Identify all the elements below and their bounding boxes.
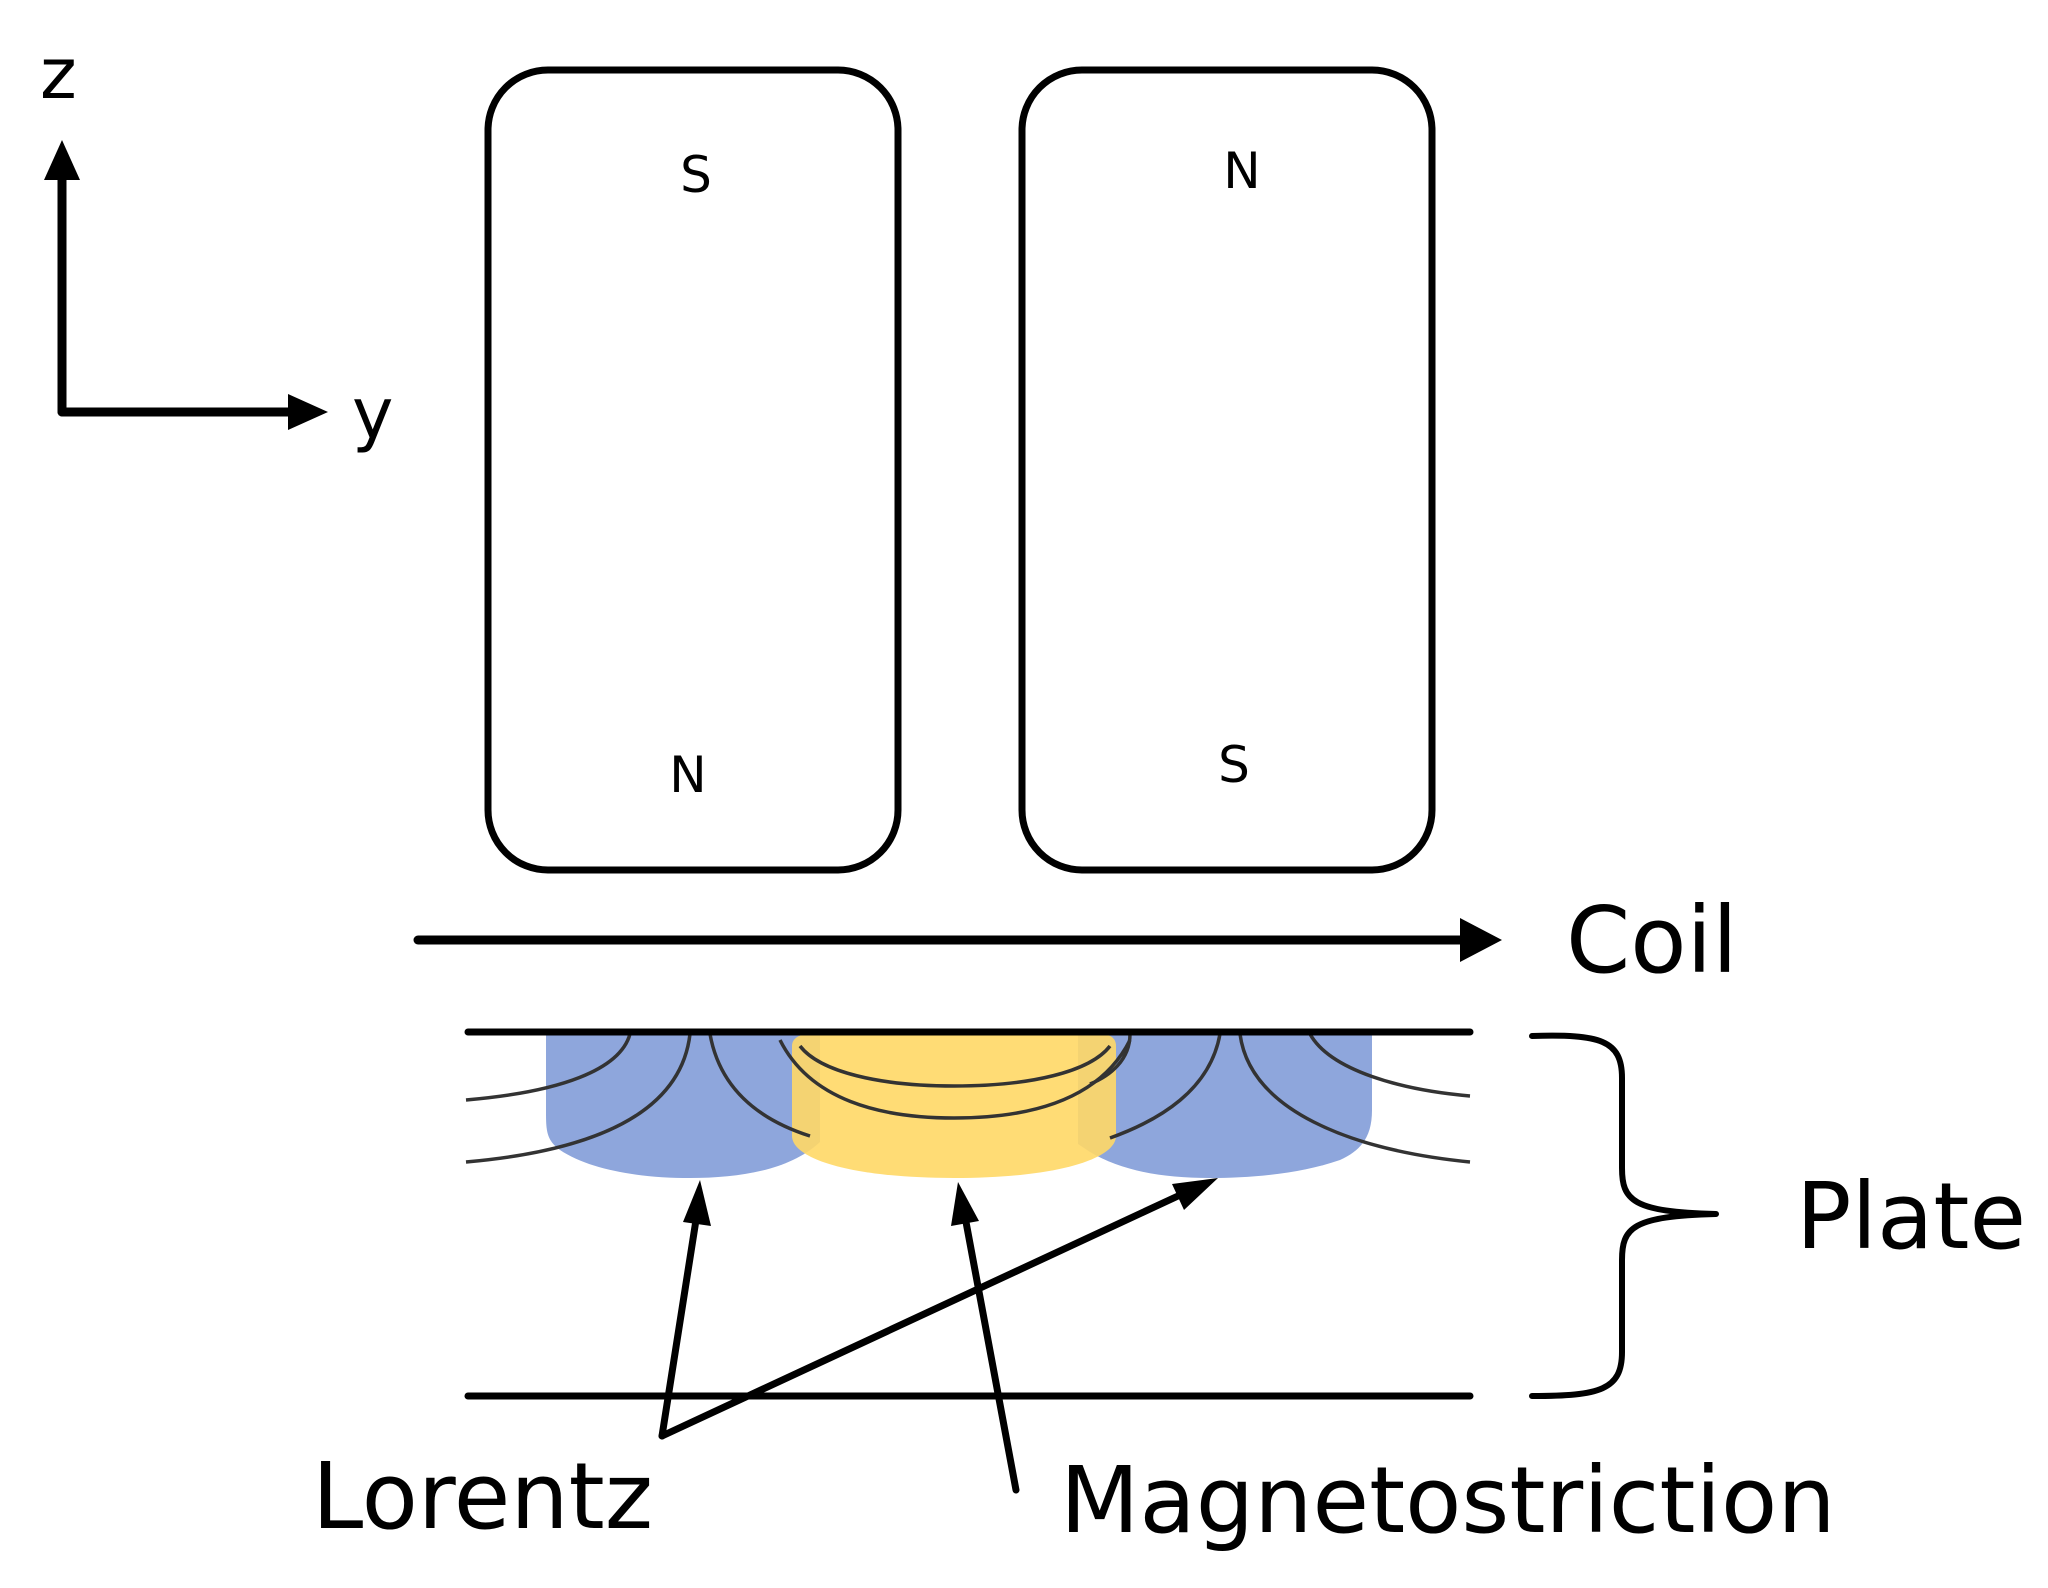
lorentz-region-left [546, 1034, 820, 1178]
plate: Plate [464, 1028, 2026, 1400]
field-line [1089, 1033, 1132, 1086]
y-axis-arrowhead [288, 394, 328, 430]
magnet-right-bottom-pole: S [1218, 736, 1250, 794]
magnetic-field-lines [465, 1033, 1471, 1164]
field-line [708, 1033, 811, 1138]
magnet-right: N S [1018, 66, 1436, 874]
magnet-left-bottom-pole: N [669, 746, 706, 804]
z-axis-arrowhead [44, 140, 80, 180]
magnetostriction-label: Magnetostriction [1060, 1447, 1836, 1554]
lorentz-arrow-right-head [1172, 1178, 1218, 1210]
lorentz-arrow-right-line [658, 1192, 1182, 1440]
field-line [798, 1044, 1112, 1088]
field-line [465, 1033, 692, 1164]
field-line [1109, 1033, 1222, 1140]
plate-brace [1529, 1032, 1719, 1399]
coil-label: Coil [1566, 887, 1738, 994]
field-line [465, 1033, 632, 1102]
magnet-left: S N [484, 66, 902, 874]
field-line [1238, 1033, 1471, 1164]
coil-arrowhead [1460, 918, 1502, 962]
coordinate-axes: z y [40, 33, 393, 455]
coil: Coil [413, 887, 1738, 994]
lorentz-label: Lorentz [312, 1443, 653, 1550]
magnetostriction-arrow-line [962, 1218, 1020, 1494]
pointer-arrows [658, 1178, 1218, 1494]
lorentz-region-right [1078, 1034, 1372, 1178]
magnet-left-top-pole: S [680, 146, 712, 204]
magnetostriction-arrow-head [951, 1182, 979, 1226]
magnet-left-body [484, 66, 902, 874]
magnetostriction-region [792, 1034, 1116, 1178]
y-axis-label: y [352, 373, 393, 455]
z-axis-label: z [40, 33, 77, 115]
magnet-right-top-pole: N [1223, 142, 1260, 200]
plate-label: Plate [1796, 1163, 2026, 1270]
magnet-right-body [1018, 66, 1436, 874]
lorentz-arrow-left-line [658, 1216, 700, 1440]
lorentz-arrow-left-head [683, 1180, 711, 1226]
field-line [1308, 1033, 1471, 1098]
